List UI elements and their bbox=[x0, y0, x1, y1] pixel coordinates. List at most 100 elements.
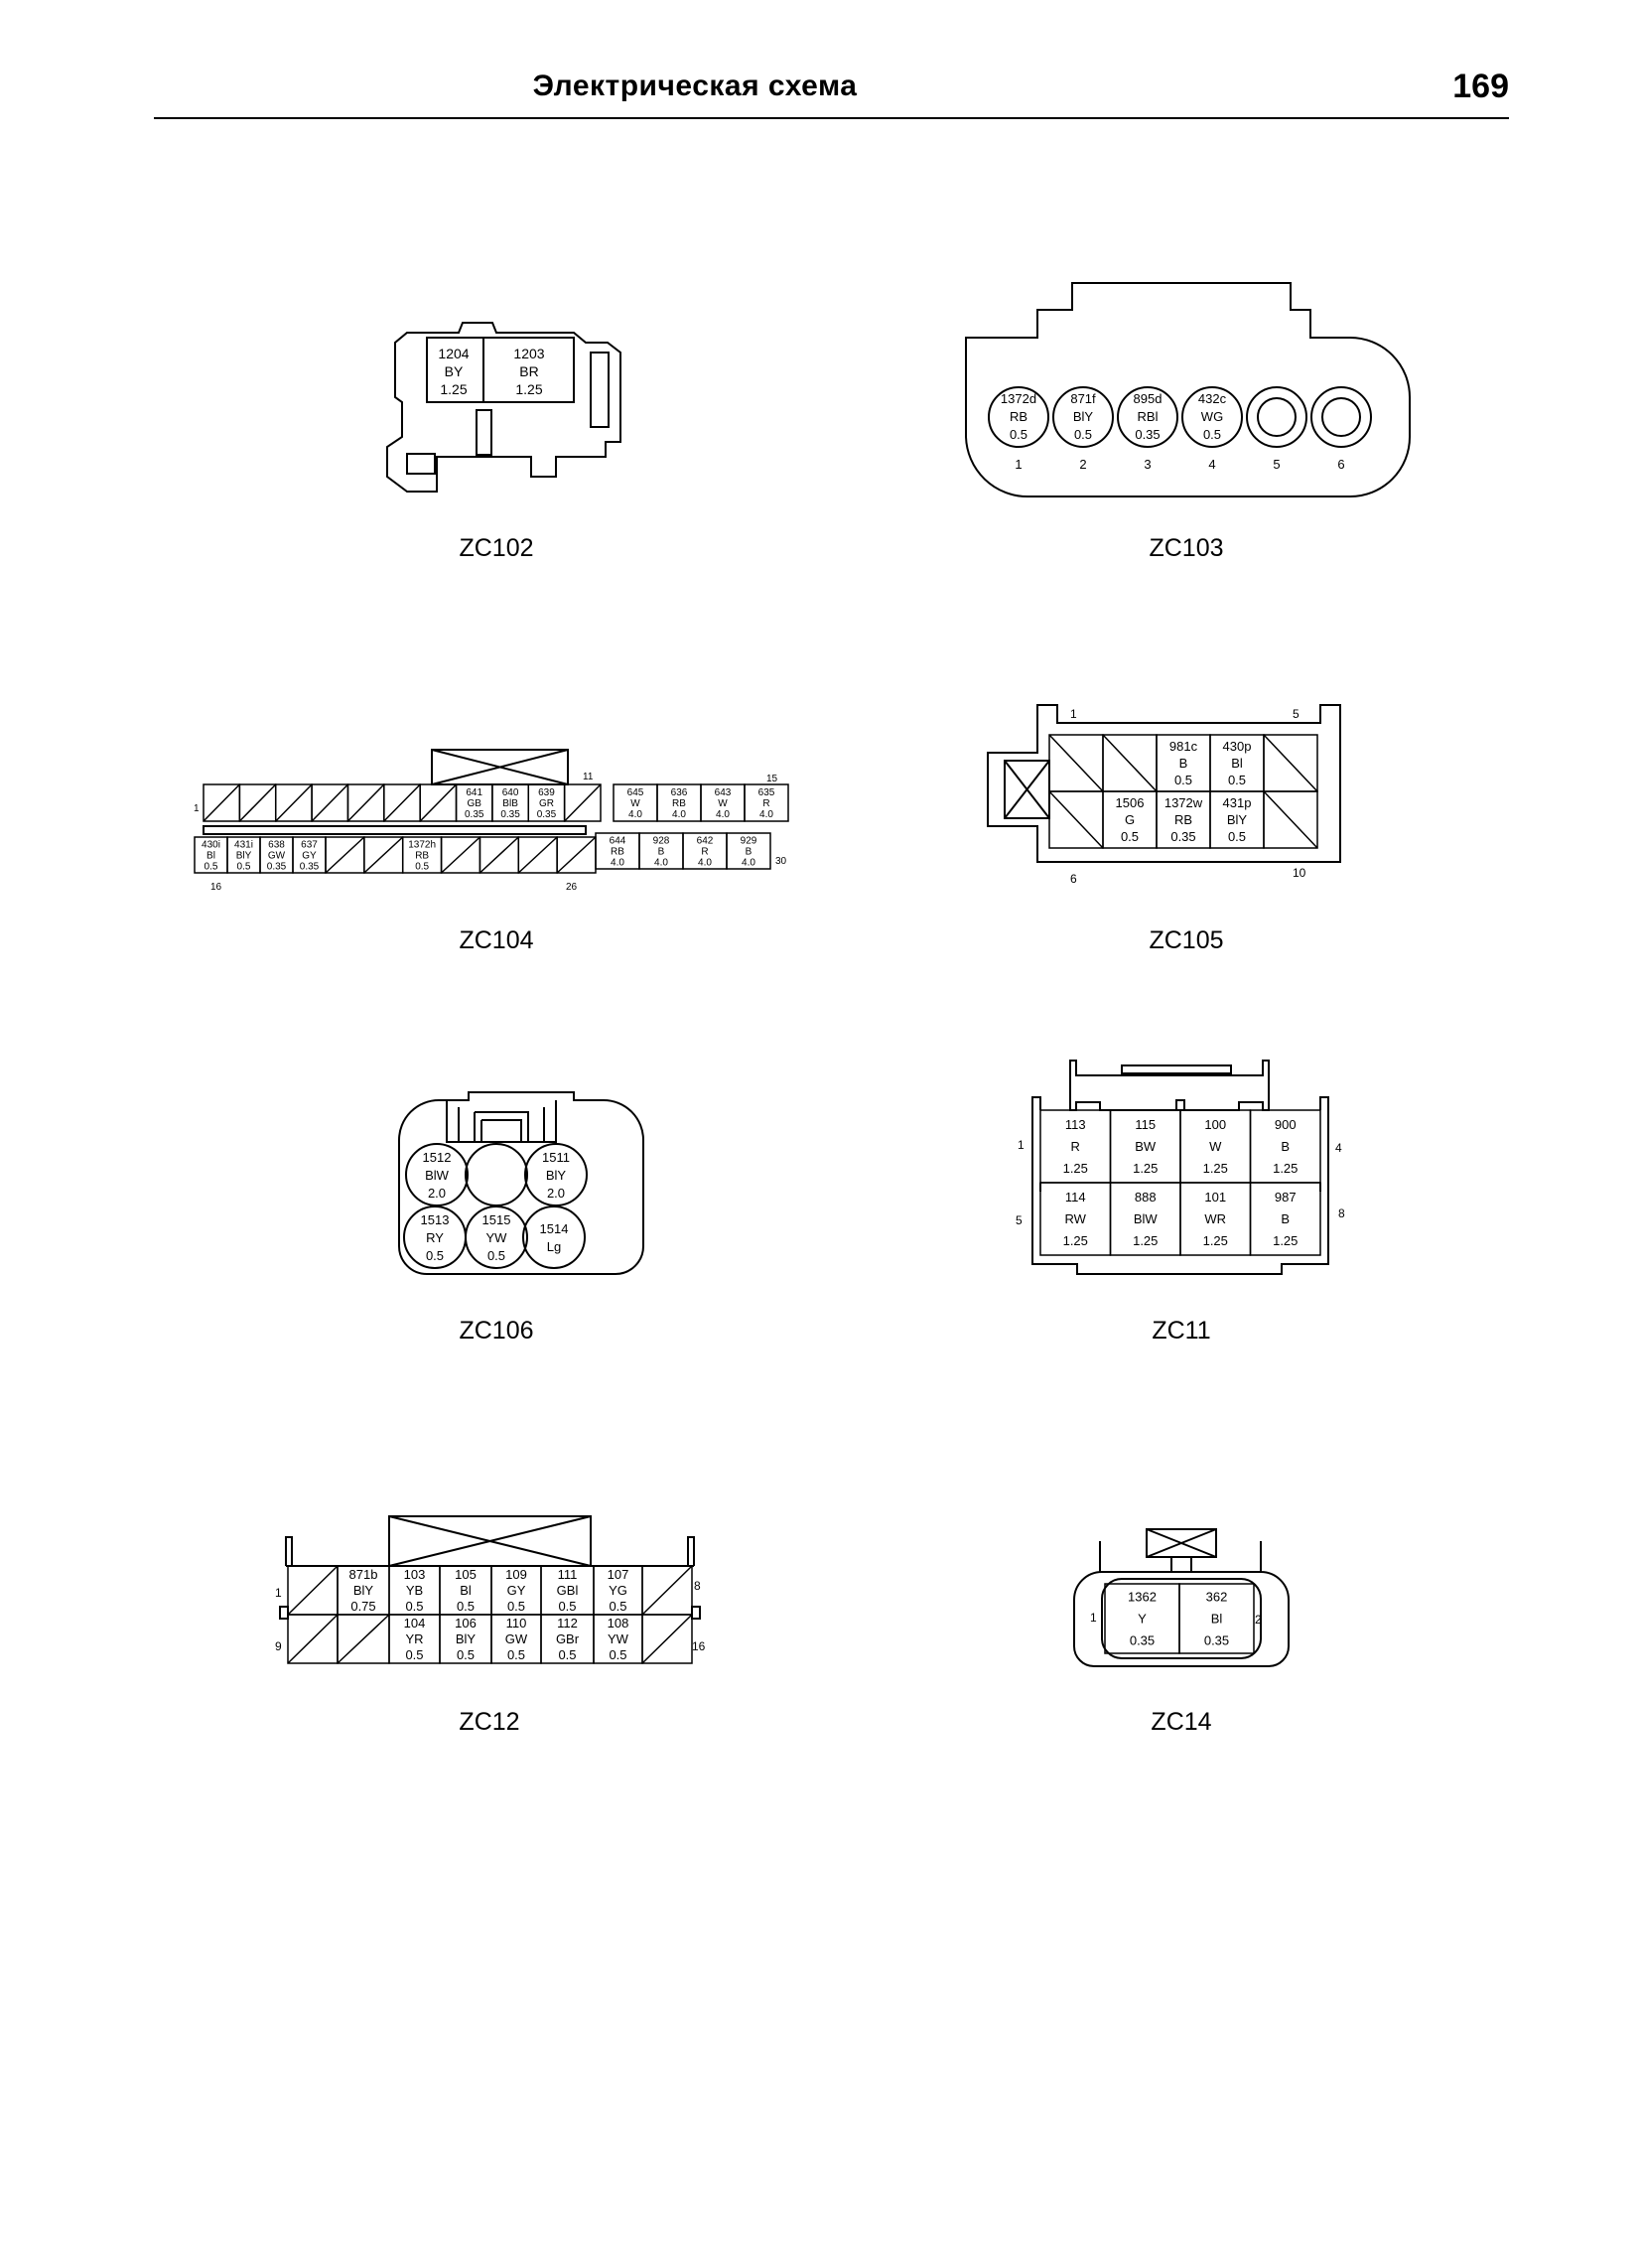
zc106-pin-1-circle bbox=[405, 1143, 469, 1206]
zc106-pin-group: 1512BlW2.01511BlY2.01513RY0.51515YW0.515… bbox=[403, 1143, 588, 1269]
zc105-bottom-cell-3-line-1: RB bbox=[1174, 812, 1192, 827]
zc104-top-cell-6 bbox=[383, 783, 421, 822]
zc104-top-cell-5 bbox=[346, 783, 385, 822]
zc104-bottom-cell-2-line-1: BlY bbox=[236, 851, 252, 862]
zc104-topright-cell-3-line-2: 4.0 bbox=[716, 809, 730, 820]
zc14-housing bbox=[1073, 1541, 1290, 1667]
zc103-pin-6 bbox=[1310, 386, 1372, 448]
zc105-top-cell-5 bbox=[1263, 734, 1318, 792]
zc104-bottom-cell-1-line-2: 0.5 bbox=[205, 862, 218, 873]
zc104-bottom-cell-3-line-2: 0.35 bbox=[267, 862, 287, 873]
zc102-post bbox=[590, 352, 610, 428]
connector-zc103 bbox=[965, 282, 1411, 497]
zc11-bottom-cell-4-line-0: 987 bbox=[1275, 1190, 1297, 1205]
header-rule bbox=[154, 117, 1509, 119]
zc12-bottom-cell-6-line-2: 0.5 bbox=[558, 1647, 576, 1662]
zc11-bottom-cell-3-line-1: WR bbox=[1204, 1211, 1226, 1226]
zc11-top-cell-3-line-2: 1.25 bbox=[1203, 1161, 1228, 1176]
zc103-pin-1-circle bbox=[988, 386, 1049, 448]
zc11-label: ZC11 bbox=[1152, 1317, 1210, 1345]
zc104-top-cell-4 bbox=[311, 783, 349, 822]
zc104-num-16: 16 bbox=[210, 882, 222, 893]
zc104-topright-cell-4-line-2: 4.0 bbox=[759, 809, 773, 820]
zc14-cell-2-line-0: 362 bbox=[1206, 1590, 1228, 1605]
zc103-label: ZC103 bbox=[1149, 534, 1223, 562]
zc11-pin-group: 113R1.25115BW1.25100W1.25900B1.25114RW1.… bbox=[1039, 1109, 1321, 1256]
zc12-top-cell-6-line-0: 111 bbox=[558, 1567, 578, 1582]
zc12-bottom-cell-4-line-0: 106 bbox=[455, 1616, 477, 1630]
zc104-topright-cell-2-line-2: 4.0 bbox=[672, 809, 686, 820]
zc104-bottom-cell-3-line-0: 638 bbox=[268, 840, 285, 851]
zc14-cell-1-line-1: Y bbox=[1138, 1612, 1147, 1627]
zc12-bottom-cell-6-line-0: 112 bbox=[557, 1616, 578, 1630]
zc103-pin-4-line-0: 432c bbox=[1198, 391, 1227, 406]
zc103-pin-group: 1372dRB0.51871fBlY0.52895dRBl0.353432cWG… bbox=[988, 386, 1372, 472]
zc104-num-15: 15 bbox=[766, 774, 778, 784]
zc104-bottomright-cell-3-line-2: 4.0 bbox=[698, 858, 712, 869]
zc104-top-cell-2 bbox=[238, 783, 277, 822]
zc104-bottom-cell-2-line-0: 431i bbox=[234, 840, 253, 851]
zc102-latch bbox=[476, 409, 492, 456]
zc12-pin-numbers: 1 8 9 16 bbox=[275, 1579, 706, 1653]
zc11-bottom-cell-1-line-2: 1.25 bbox=[1063, 1233, 1088, 1248]
zc104-bottom-cell-7-line-1: RB bbox=[415, 851, 429, 862]
zc102-tab bbox=[406, 453, 436, 475]
zc103-pin-1-line-0: 1372d bbox=[1001, 391, 1036, 406]
zc102-pin-1-line-1: BY bbox=[445, 363, 464, 379]
zc103-num-3: 3 bbox=[1144, 457, 1151, 472]
zc12-top-cell-3-line-2: 0.5 bbox=[405, 1599, 423, 1614]
zc102-pin-1-line-0: 1204 bbox=[438, 346, 469, 361]
zc106-pin-5-line-2: 0.5 bbox=[487, 1248, 505, 1263]
zc104-bottom-cell-6 bbox=[363, 836, 404, 874]
zc12-bottom-cell-7-line-2: 0.5 bbox=[609, 1647, 626, 1662]
zc12-num-8: 8 bbox=[694, 1579, 701, 1593]
zc103-pin-2-circle bbox=[1052, 386, 1114, 448]
zc105-top-cell-2 bbox=[1102, 734, 1158, 792]
zc12-top-cell-5-line-0: 109 bbox=[505, 1567, 527, 1582]
zc11-top-latch bbox=[1069, 1060, 1270, 1111]
zc104-bottom-cell-11 bbox=[556, 836, 597, 874]
connector-zc14 bbox=[1073, 1528, 1290, 1667]
zc11-key bbox=[1175, 1099, 1185, 1111]
page-number: 169 bbox=[1452, 68, 1509, 105]
zc105-top-cell-3-line-1: B bbox=[1179, 756, 1188, 771]
zc12-bottom-cell-4-line-2: 0.5 bbox=[457, 1647, 475, 1662]
zc105-bottom-cell-5 bbox=[1263, 790, 1318, 849]
zc104-topright-cell-4-frame bbox=[744, 783, 789, 822]
zc104-top-cell-1 bbox=[203, 783, 241, 822]
zc105-top-cell-3-line-2: 0.5 bbox=[1174, 773, 1192, 787]
zc12-top-cell-3-line-0: 103 bbox=[404, 1567, 426, 1582]
zc103-pin-2-line-0: 871f bbox=[1070, 391, 1096, 406]
zc104-bottom-cell-10 bbox=[517, 836, 558, 874]
zc104-bottom-cell-1-line-0: 430i bbox=[202, 840, 220, 851]
zc103-housing bbox=[965, 282, 1411, 497]
zc106-pin-5-line-0: 1515 bbox=[482, 1212, 511, 1227]
zc103-pin-3-line-1: RBl bbox=[1138, 409, 1159, 424]
zc103-pin-2-line-1: BlY bbox=[1073, 409, 1094, 424]
zc14-num-2: 2 bbox=[1255, 1613, 1262, 1627]
zc12-side-tab-left-top bbox=[279, 1606, 289, 1620]
zc104-topright-cell-4-line-1: R bbox=[762, 798, 769, 809]
zc106-pin-1-line-2: 2.0 bbox=[428, 1186, 446, 1201]
zc103-num-1: 1 bbox=[1015, 457, 1022, 472]
zc104-bottomright-cell-2-line-2: 4.0 bbox=[654, 858, 668, 869]
zc105-bottom-cell-1 bbox=[1048, 790, 1104, 849]
zc106-pin-3-line-2: 2.0 bbox=[547, 1186, 565, 1201]
